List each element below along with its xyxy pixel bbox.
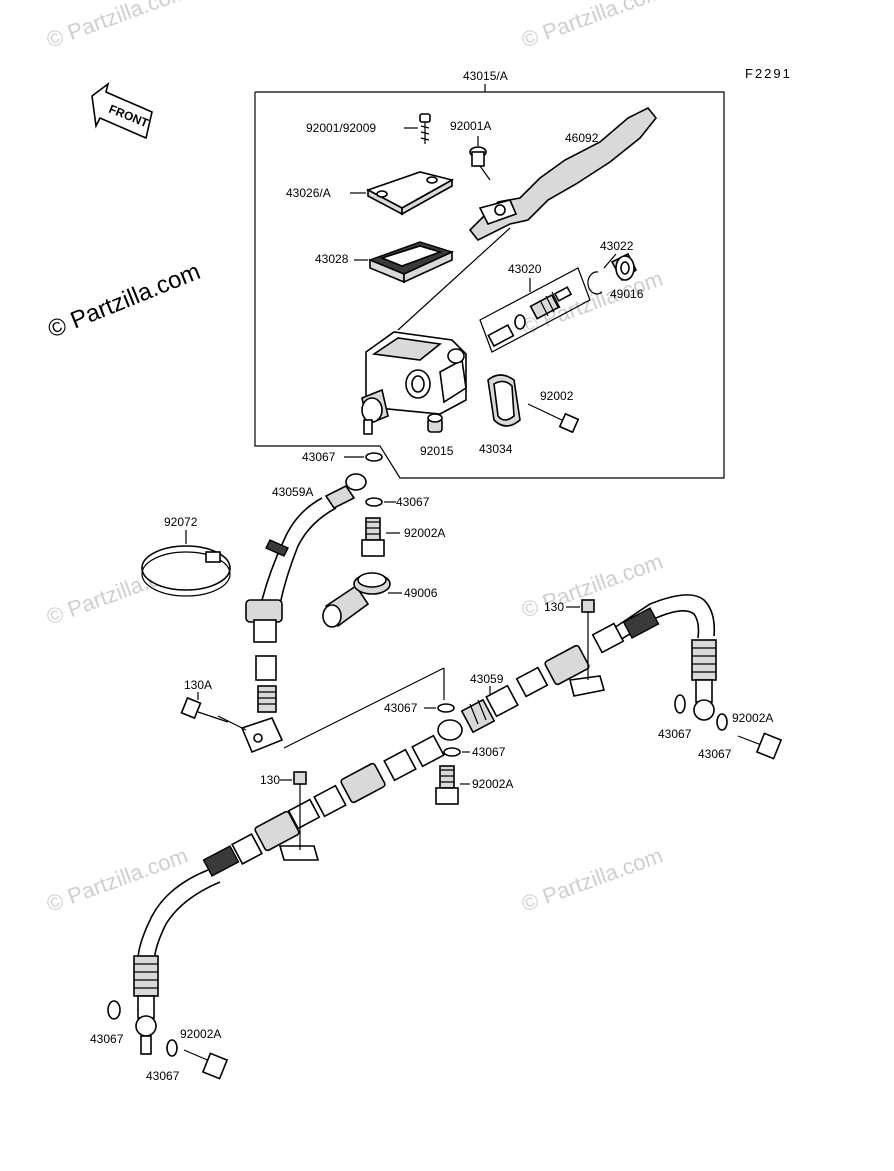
label-43067-b: 43067 [396,495,430,509]
label-43059: 43059 [470,672,504,686]
label-49016: 49016 [610,287,644,301]
washer-icon [166,1039,178,1057]
banjo-bolt-icon [435,765,459,805]
washer-icon [107,1000,121,1020]
master-cylinder-icon [361,227,511,435]
diaphragm-icon [368,241,454,284]
screw-icon [419,113,431,144]
label-49006: 49006 [404,586,438,600]
label-43067-e: 43067 [658,727,692,741]
label-92002A-b: 92002A [472,777,513,791]
label-43067-c: 43067 [384,701,418,715]
banjo-bolt-icon [361,517,385,557]
watermark-dark: © Partzilla.com [44,258,204,344]
piston-kit-group [479,267,591,353]
washer-icon [437,703,455,713]
label-92002A-c: 92002A [732,711,773,725]
label-92002A-d: 92002A [180,1027,221,1041]
label-43022: 43022 [600,239,634,253]
banjo-bolt-icon [737,732,783,760]
label-92002A-a: 92002A [404,526,445,540]
hose-clamp-bolt-icon [293,771,307,850]
piston-icon [487,286,573,348]
pivot-bolt-icon [469,146,491,181]
washer-icon [716,713,728,731]
front-arrow-icon: FRONT [91,82,153,140]
watermark: © Partzilla.com [43,843,191,917]
label-43020: 43020 [508,262,542,276]
figure-code: F2291 [745,66,792,81]
assembly-box [254,84,725,479]
reservoir-cap-icon [365,171,455,216]
watermark: © Partzilla.com [43,0,191,53]
label-130-right: 130 [544,600,564,614]
hose-clamp-bolt-icon [581,599,595,680]
label-43028: 43028 [315,252,349,266]
label-92072: 92072 [164,515,198,529]
label-130A: 130A [184,678,212,692]
label-43067-g: 43067 [90,1032,124,1046]
label-43059A: 43059A [272,485,313,499]
joint-bolt-icon [180,696,229,723]
washer-icon [365,497,383,507]
clamp-bolt-icon [527,403,580,434]
label-130-mid: 130 [260,773,280,787]
circlip-icon [587,271,603,295]
label-92001-92009: 92001/92009 [306,121,376,135]
label-92001A: 92001A [450,119,491,133]
label-43026A: 43026/A [286,186,331,200]
bleeder-boot-icon [322,572,391,628]
dust-boot-icon [610,252,638,282]
label-92015: 92015 [420,444,454,458]
brake-lever-icon [468,106,658,242]
label-43067-d: 43067 [472,745,506,759]
hose-band-icon [141,545,231,597]
hose-43059A-icon [240,473,367,754]
label-43067-f: 43067 [698,747,732,761]
watermark: © Partzilla.com [518,843,666,917]
watermark: © Partzilla.com [518,0,666,53]
label-92002: 92002 [540,389,574,403]
washer-icon [365,452,383,462]
bleeder-cap-icon [427,413,443,433]
clamp-holder-icon [487,374,521,427]
label-46092: 46092 [565,131,599,145]
washer-icon [674,694,686,714]
label-43034: 43034 [479,442,513,456]
washer-icon [443,747,461,757]
banjo-bolt-icon [183,1049,229,1080]
label-43067-h: 43067 [146,1069,180,1083]
hose-43059-icon [133,594,717,1055]
label-43067-a: 43067 [302,450,336,464]
label-43015A: 43015/A [463,69,508,83]
